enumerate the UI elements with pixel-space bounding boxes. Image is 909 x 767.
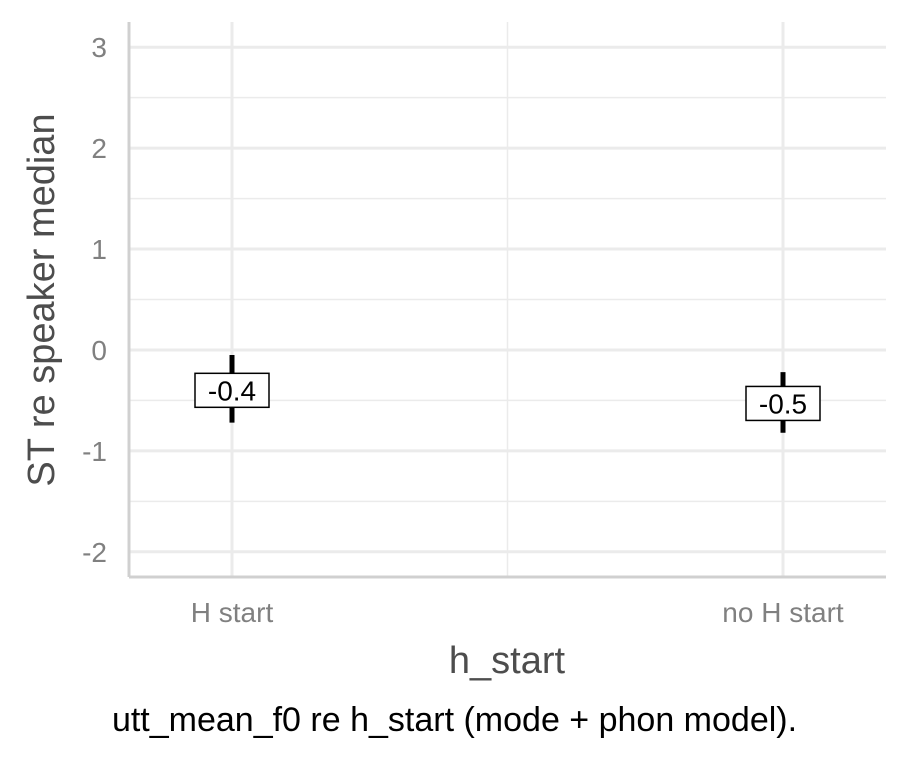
data-point-label: -0.5 [745, 385, 821, 422]
data-label: -0.5 [759, 388, 807, 419]
data-label: -0.4 [208, 375, 256, 406]
grid [129, 22, 886, 577]
chart: -2 -1 0 1 2 3 H start no H start -0.4 -0.5 h_st… [21, 22, 886, 682]
y-tick-label: 2 [91, 133, 107, 164]
data-point-label: -0.4 [194, 372, 270, 409]
y-axis-title: ST re speaker median [21, 113, 63, 486]
y-tick-label: 1 [91, 234, 107, 265]
data-label-box [194, 372, 270, 409]
data-marks: -0.4 -0.5 [194, 355, 821, 433]
x-tick-label: no H start [722, 597, 844, 628]
y-tick-label: 0 [91, 335, 107, 366]
data-label-box [745, 385, 821, 422]
y-tick-label: 3 [91, 32, 107, 63]
figure-caption: utt_mean_f0 re h_start (mode + phon mode… [111, 701, 798, 739]
x-tick-label: H start [191, 597, 274, 628]
x-tick-labels: H start no H start [191, 597, 844, 628]
y-tick-labels: -2 -1 0 1 2 3 [82, 32, 107, 568]
y-tick-label: -2 [82, 537, 107, 568]
y-tick-label: -1 [82, 436, 107, 467]
x-axis-title: h_start [449, 640, 566, 682]
